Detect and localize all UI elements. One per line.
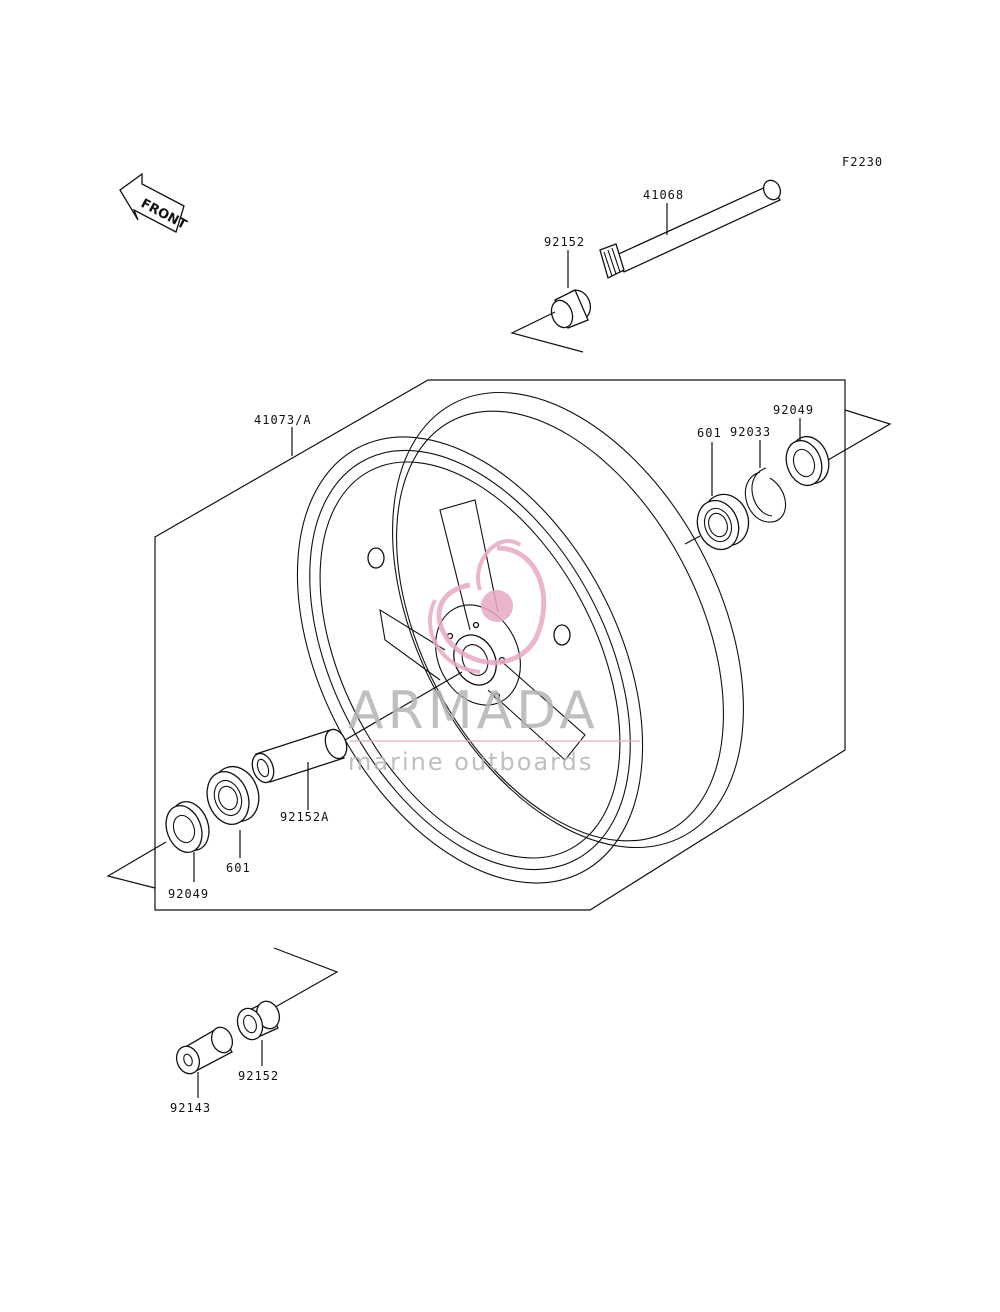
diagram-code: F2230 [842, 155, 883, 169]
collar-top-part [550, 289, 592, 329]
spacer-part [251, 728, 348, 784]
right-axis-segment [684, 535, 701, 545]
seal-right-part-number: 92049 [773, 403, 814, 417]
watermark: ARMADA marine outboards [348, 539, 640, 776]
circlip-part-number: 92033 [730, 425, 771, 439]
front-arrow-icon: FRONT [119, 172, 189, 233]
bearing-right-part-number: 601 [697, 426, 722, 440]
spacer-part-number: 92152A [280, 810, 329, 824]
collar-nut-part [175, 1026, 234, 1075]
assembly-bracket [154, 379, 846, 911]
collar-bottom-part [236, 1000, 281, 1041]
axle-part-number: 41068 [643, 188, 684, 202]
bottom-axis [269, 947, 339, 1011]
seal-left-part-number: 92049 [168, 887, 209, 901]
axle-part [599, 179, 782, 279]
wheel-part-number: 41073/A [254, 413, 312, 427]
watermark-brand: ARMADA [348, 681, 599, 741]
watermark-tagline: marine outboards [348, 748, 593, 776]
collar-bottom-part-number: 92152 [238, 1069, 279, 1083]
wheel-part [296, 391, 744, 884]
bearing-right-part [696, 493, 750, 551]
circlip-part [744, 467, 787, 523]
watermark-logo-icon [428, 539, 547, 674]
right-axis [827, 409, 892, 461]
seal-right-part [785, 435, 830, 487]
seal-left-part [165, 801, 210, 853]
left-axis [106, 841, 167, 889]
bearing-left-part [206, 765, 260, 825]
collar-top-part-number: 92152 [544, 235, 585, 249]
bearing-left-part-number: 601 [226, 861, 251, 875]
collar-nut-part-number: 92143 [170, 1101, 211, 1115]
collar-top-axis [510, 311, 584, 353]
wheel-axis [344, 671, 463, 741]
